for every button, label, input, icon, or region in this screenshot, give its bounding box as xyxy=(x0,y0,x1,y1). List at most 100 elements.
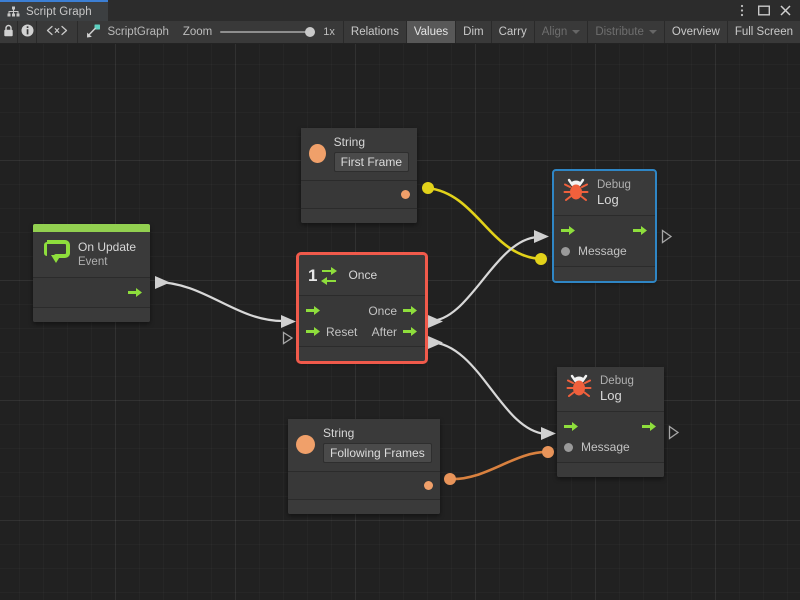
node-header: String First Frame xyxy=(301,128,417,182)
unconnected-flow-output-triangle-bottom[interactable] xyxy=(668,425,680,440)
graph-name-display: ScriptGraph xyxy=(78,21,179,43)
scriptgraph-icon xyxy=(86,24,101,41)
port-row-flow[interactable] xyxy=(554,220,655,241)
value-input-port-icon[interactable] xyxy=(564,442,573,452)
node-footer xyxy=(288,499,440,515)
zoom-control[interactable]: Zoom 1x xyxy=(179,21,344,43)
value-output-port-icon[interactable] xyxy=(401,190,410,200)
kebab-menu-icon[interactable] xyxy=(735,4,748,17)
graph-canvas[interactable]: On Update Event String First xyxy=(0,44,800,600)
unconnected-flow-input-triangle-reset[interactable] xyxy=(282,331,294,345)
node-string-following-frames[interactable]: String Following Frames xyxy=(288,419,440,515)
zoom-slider-track xyxy=(220,31,316,33)
lock-icon xyxy=(3,24,14,40)
node-accent-bar xyxy=(33,224,150,232)
window-titlebar: Script Graph xyxy=(0,0,800,21)
bug-icon xyxy=(563,178,589,207)
string-circle-icon xyxy=(296,435,315,455)
flow-output-arrow-icon[interactable] xyxy=(403,305,418,316)
align-label: Align xyxy=(541,26,568,38)
angle-brackets-icon xyxy=(45,25,69,39)
port-row-value-out[interactable] xyxy=(288,475,440,496)
zoom-label: Zoom xyxy=(182,26,213,38)
node-titles: Once xyxy=(348,268,377,283)
node-footer xyxy=(554,265,655,281)
overview-button[interactable]: Overview xyxy=(665,21,728,43)
node-footer xyxy=(299,346,425,361)
wire-after-to-debuglog-bottom xyxy=(428,336,556,440)
node-body xyxy=(33,278,150,307)
node-subtitle: Log xyxy=(600,388,622,404)
port-label-after: After xyxy=(371,324,397,339)
node-footer xyxy=(557,461,664,477)
flow-input-arrow-icon[interactable] xyxy=(306,326,321,337)
node-header: On Update Event xyxy=(33,232,150,278)
port-row-reset-after[interactable]: Reset After xyxy=(299,321,425,342)
port-row-message[interactable]: Message xyxy=(557,437,664,458)
code-view-button[interactable] xyxy=(37,21,78,43)
event-loop-icon xyxy=(42,239,70,270)
align-dropdown[interactable]: Align xyxy=(535,21,589,43)
wire-once-to-debuglog-top xyxy=(428,230,549,328)
port-row-flow[interactable] xyxy=(557,416,664,437)
relations-button[interactable]: Relations xyxy=(344,21,407,43)
chevron-down-icon xyxy=(572,30,581,34)
port-label-message: Message xyxy=(578,244,627,259)
zoom-slider[interactable] xyxy=(220,26,316,38)
close-x-icon[interactable] xyxy=(779,4,792,17)
distribute-label: Distribute xyxy=(595,26,644,38)
node-debug-log-bottom[interactable]: Debug Log Message xyxy=(557,367,664,477)
string-value-field[interactable]: First Frame xyxy=(333,151,409,173)
node-titles: Debug Log xyxy=(597,178,631,208)
wire-onupdate-to-once xyxy=(154,276,296,328)
string-circle-icon xyxy=(309,144,326,164)
values-button[interactable]: Values xyxy=(406,21,457,43)
carry-button[interactable]: Carry xyxy=(492,21,535,43)
flow-output-arrow-icon[interactable] xyxy=(403,326,418,337)
node-string-first-frame[interactable]: String First Frame xyxy=(301,128,417,224)
node-titles: String Following Frames xyxy=(323,426,432,464)
dim-button[interactable]: Dim xyxy=(456,21,492,43)
tree-hierarchy-icon xyxy=(7,6,20,17)
port-row-flow-out[interactable] xyxy=(33,282,150,303)
node-body: Message xyxy=(554,215,655,266)
node-header: Debug Log xyxy=(554,171,655,216)
node-footer xyxy=(301,208,417,224)
tab-script-graph[interactable]: Script Graph xyxy=(0,0,108,21)
distribute-dropdown[interactable]: Distribute xyxy=(588,21,665,43)
string-value-field[interactable]: Following Frames xyxy=(323,442,432,464)
once-count-badge: 1 xyxy=(308,265,318,285)
window-controls xyxy=(735,0,800,21)
flow-input-arrow-icon[interactable] xyxy=(306,305,321,316)
port-row-message[interactable]: Message xyxy=(554,241,655,262)
node-titles: Debug Log xyxy=(600,374,634,404)
node-title: Debug xyxy=(597,179,631,191)
tab-label: Script Graph xyxy=(26,5,92,18)
graph-name-label: ScriptGraph xyxy=(107,26,169,38)
maximize-square-icon[interactable] xyxy=(757,4,770,17)
flow-output-arrow-icon[interactable] xyxy=(633,225,648,236)
flow-input-arrow-icon[interactable] xyxy=(561,225,576,236)
flow-input-arrow-icon[interactable] xyxy=(564,421,579,432)
value-input-port-icon[interactable] xyxy=(561,246,570,256)
port-row-value-out[interactable] xyxy=(301,184,417,205)
graph-toolbar: ScriptGraph Zoom 1x Relations Values Dim… xyxy=(0,21,800,44)
info-button[interactable] xyxy=(18,21,37,43)
zoom-slider-handle[interactable] xyxy=(305,27,316,37)
lock-button[interactable] xyxy=(0,21,19,43)
port-row-enter-once[interactable]: Once xyxy=(299,300,425,321)
value-output-port-icon[interactable] xyxy=(424,481,433,491)
node-on-update[interactable]: On Update Event xyxy=(33,224,150,322)
node-header: String Following Frames xyxy=(288,419,440,473)
node-footer xyxy=(33,307,150,322)
flow-output-arrow-icon[interactable] xyxy=(642,421,657,432)
full-screen-button[interactable]: Full Screen xyxy=(734,26,793,38)
node-title: Debug xyxy=(600,375,634,387)
node-once[interactable]: 1 Once Once xyxy=(296,252,428,364)
port-label-reset: Reset xyxy=(326,324,358,339)
node-titles: String First Frame xyxy=(333,135,409,173)
unconnected-flow-output-triangle-top[interactable] xyxy=(661,229,673,244)
node-titles: On Update Event xyxy=(78,240,136,269)
node-debug-log-top[interactable]: Debug Log Message xyxy=(552,169,657,283)
flow-output-arrow-icon[interactable] xyxy=(128,287,143,298)
